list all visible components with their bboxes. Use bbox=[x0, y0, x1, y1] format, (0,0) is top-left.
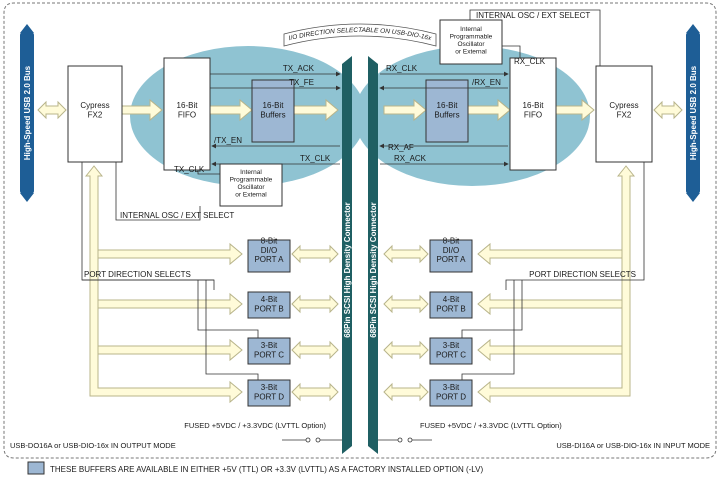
right-flow-arrows bbox=[383, 98, 683, 122]
fifo-to-fx2-arrow-right bbox=[555, 98, 595, 122]
svg-text:68Pin SCSI High Density Connec: 68Pin SCSI High Density Connector bbox=[369, 202, 378, 338]
fx2-to-fifo-arrow-left bbox=[121, 98, 163, 122]
left-port-c bbox=[247, 337, 291, 365]
right-sig-rx-af: RX_AF bbox=[388, 143, 414, 152]
right-fifo-box bbox=[509, 57, 557, 171]
right-usb-bus: High-Speed USB 2.0 Bus bbox=[686, 24, 700, 202]
right-connector: 68Pin SCSI High Density Connector bbox=[368, 56, 378, 454]
fx2-to-usb-arrow-right bbox=[653, 100, 683, 120]
legend-swatch bbox=[27, 461, 45, 475]
left-fx2-box bbox=[67, 65, 123, 163]
left-port-a bbox=[247, 239, 291, 273]
usb-to-fx2-arrow-left bbox=[37, 100, 67, 120]
svg-text:High-Speed USB 2.0 Bus: High-Speed USB 2.0 Bus bbox=[689, 65, 698, 160]
right-fx2-box bbox=[595, 65, 653, 163]
right-port-dir: PORT DIRECTION SELECTS bbox=[529, 270, 636, 279]
left-sig-tx-ack: TX_ACK bbox=[283, 64, 315, 73]
left-sig-tx-en: /TX_EN bbox=[214, 136, 242, 145]
left-buffer-box bbox=[251, 79, 295, 143]
svg-text:68Pin SCSI High Density Connec: 68Pin SCSI High Density Connector bbox=[343, 202, 352, 338]
right-buffer-box bbox=[425, 79, 469, 143]
right-osc-box bbox=[439, 19, 503, 65]
legend-text: THESE BUFFERS ARE AVAILABLE IN EITHER +5… bbox=[50, 465, 483, 474]
right-port-a bbox=[429, 239, 473, 273]
right-signal-lines bbox=[379, 9, 601, 167]
right-fused: FUSED +5VDC / +3.3VDC (LVTTL Option) bbox=[420, 421, 562, 430]
left-sig-tx-clk-b: TX_CLK bbox=[174, 165, 205, 174]
left-sig-tx-fe: TX_FE bbox=[289, 78, 314, 87]
svg-text:High-Speed USB 2.0 Bus: High-Speed USB 2.0 Bus bbox=[23, 65, 32, 160]
right-port-d bbox=[429, 379, 473, 407]
left-panel-frame bbox=[3, 2, 360, 459]
left-flow-arrows bbox=[37, 98, 339, 122]
left-port-bus bbox=[84, 165, 243, 404]
right-sig-rx-ack: RX_ACK bbox=[394, 154, 427, 163]
right-port-connector-arrows bbox=[383, 244, 429, 402]
port-direction-lines bbox=[81, 162, 645, 380]
fifo-to-buffer-arrow-left bbox=[209, 98, 253, 122]
right-port-bus bbox=[477, 165, 636, 404]
right-sig-rx-clk-b: RX_CLK bbox=[514, 57, 546, 66]
left-connector: 68Pin SCSI High Density Connector bbox=[342, 56, 352, 454]
right-mode: USB-DI16A or USB-DIO-16x IN INPUT MODE bbox=[556, 441, 710, 450]
left-port-b bbox=[247, 291, 291, 319]
buffer-to-connector-arrow-left bbox=[293, 98, 339, 122]
left-sig-tx-clk-a: TX_CLK bbox=[300, 154, 331, 163]
left-usb-bus: High-Speed USB 2.0 Bus bbox=[20, 24, 34, 202]
right-sig-rx-clk-a: RX_CLK bbox=[386, 64, 418, 73]
right-osc-select: INTERNAL OSC / EXT SELECT bbox=[476, 11, 590, 20]
left-mode: USB-DO16A or USB-DIO-16x IN OUTPUT MODE bbox=[10, 441, 176, 450]
left-signal-lines bbox=[115, 71, 341, 221]
left-fused: FUSED +5VDC / +3.3VDC (LVTTL Option) bbox=[184, 421, 326, 430]
connector-to-buffer-arrow-right bbox=[383, 98, 427, 122]
buffer-to-fifo-arrow-right bbox=[467, 98, 511, 122]
right-port-c bbox=[429, 337, 473, 365]
left-osc-select: INTERNAL OSC / EXT SELECT bbox=[120, 211, 234, 220]
left-port-dir: PORT DIRECTION SELECTS bbox=[84, 270, 191, 279]
top-banner-shape bbox=[283, 23, 437, 47]
right-sig-rx-en: /RX_EN bbox=[472, 78, 501, 87]
left-fifo-box bbox=[163, 57, 211, 171]
right-panel-frame bbox=[360, 2, 717, 459]
fused-lines bbox=[282, 437, 432, 443]
left-port-d bbox=[247, 379, 291, 407]
left-port-connector-arrows bbox=[291, 244, 339, 402]
right-port-b bbox=[429, 291, 473, 319]
